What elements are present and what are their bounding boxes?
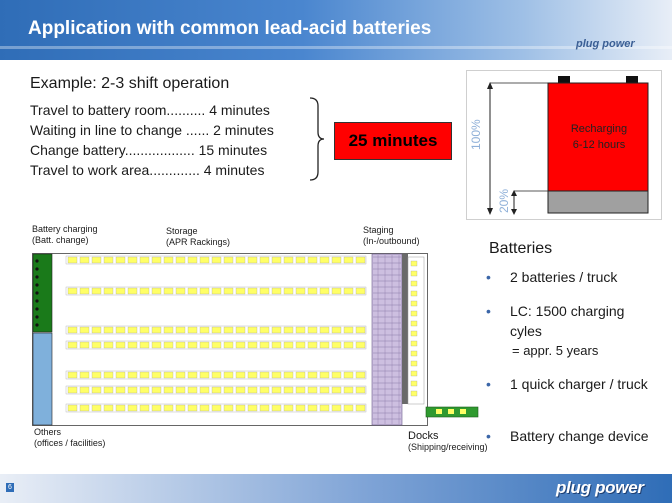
rack-row	[65, 370, 367, 380]
footer-bar	[0, 474, 672, 503]
recharge-label-line1: Recharging	[570, 123, 628, 135]
battery-terminal-left	[558, 76, 570, 83]
charger-station-icon	[35, 259, 39, 263]
warehouse-outline	[32, 253, 428, 426]
charger-station-icon	[35, 283, 39, 287]
battery-bullet-2-subtext: = appr. 5 years	[512, 343, 599, 358]
dock-pallet	[410, 380, 418, 387]
battery-reserve-section	[547, 190, 649, 214]
battery-charging-subtitle: (Batt. change)	[32, 235, 89, 245]
dock-pallet	[410, 370, 418, 377]
recharge-label: Recharging 6-12 hours	[553, 121, 645, 153]
storage-subtitle: (APR Rackings)	[166, 237, 231, 247]
batteries-heading: Batteries	[489, 240, 553, 257]
rack-row	[65, 385, 367, 395]
example-heading: Example: 2-3 shift operation	[30, 75, 230, 92]
battery-charging-label: Battery charging (Batt. change)	[32, 224, 98, 246]
brand-logo-top: plug power	[576, 38, 635, 50]
staging-subtitle: (In-/outbound)	[363, 236, 420, 246]
dock-pallet	[410, 310, 418, 317]
battery-bullet-4-text: Battery change device	[510, 428, 649, 444]
charger-station-icon	[35, 275, 39, 279]
battery-bullet-3-text: 1 quick charger / truck	[510, 376, 648, 392]
dock-pallet	[410, 360, 418, 367]
charger-station-icon	[35, 323, 39, 327]
charger-station-icon	[35, 267, 39, 271]
charger-station-icon	[35, 299, 39, 303]
curly-brace-icon	[309, 97, 325, 181]
dock-doors	[402, 254, 408, 404]
step-travel-to-work-area: Travel to work area............. 4 minut…	[30, 162, 265, 178]
step-waiting-in-line: Waiting in line to change ...... 2 minut…	[30, 122, 274, 138]
rack-row	[65, 403, 367, 413]
storage-label: Storage (APR Rackings)	[166, 226, 230, 248]
dock-pallet	[410, 300, 418, 307]
battery-charging-zone	[32, 253, 53, 333]
docks-subtitle: (Shipping/receiving)	[408, 442, 488, 452]
battery-diagram	[466, 70, 662, 220]
total-time-value: 25 minutes	[348, 131, 438, 150]
battery-terminal-right	[626, 76, 638, 83]
battery-bullet-1-text: 2 batteries / truck	[510, 269, 618, 285]
dock-pallet	[410, 260, 418, 267]
staging-zone	[371, 253, 403, 426]
brand-logo-bottom: plug power	[556, 478, 644, 497]
dock-pallet	[410, 270, 418, 277]
staging-title: Staging	[363, 225, 394, 235]
dock-pallet	[410, 290, 418, 297]
rack-row	[65, 255, 367, 265]
others-label: Others (offices / facilities)	[34, 427, 105, 449]
rack-row	[65, 340, 367, 350]
battery-bullet-2-text: LC: 1500 charging cyles	[510, 303, 625, 339]
battery-charging-title: Battery charging	[32, 224, 98, 234]
storage-title: Storage	[166, 226, 198, 236]
charger-station-icon	[35, 307, 39, 311]
title-bar	[0, 0, 672, 60]
warehouse-layout	[32, 253, 479, 426]
step-change-battery: Change battery.................. 15 minu…	[30, 142, 268, 158]
rack-row	[65, 325, 367, 335]
charger-station-icon	[35, 291, 39, 295]
page-number: 6	[6, 483, 14, 492]
others-title: Others	[34, 427, 62, 437]
docks-label: Docks (Shipping/receiving)	[408, 430, 488, 453]
dock-pallet	[410, 330, 418, 337]
recharge-label-line2: 6-12 hours	[572, 139, 626, 151]
label-20-percent: 20%	[497, 188, 511, 213]
staging-label: Staging (In-/outbound)	[363, 225, 420, 247]
total-time-box: 25 minutes	[334, 122, 452, 160]
dock-pallet	[410, 340, 418, 347]
dock-pallet	[410, 280, 418, 287]
dock-pallet	[410, 390, 418, 397]
slide-title: Application with common lead-acid batter…	[28, 18, 432, 39]
dock-pallet	[410, 320, 418, 327]
label-100-percent: 100%	[469, 119, 483, 150]
step-travel-to-battery-room: Travel to battery room.......... 4 minut…	[30, 102, 270, 118]
offices-zone	[32, 332, 53, 426]
rack-row	[65, 286, 367, 296]
docks-title: Docks	[408, 430, 439, 442]
charger-station-icon	[35, 315, 39, 319]
dock-pallet	[410, 350, 418, 357]
others-subtitle: (offices / facilities)	[34, 438, 106, 448]
